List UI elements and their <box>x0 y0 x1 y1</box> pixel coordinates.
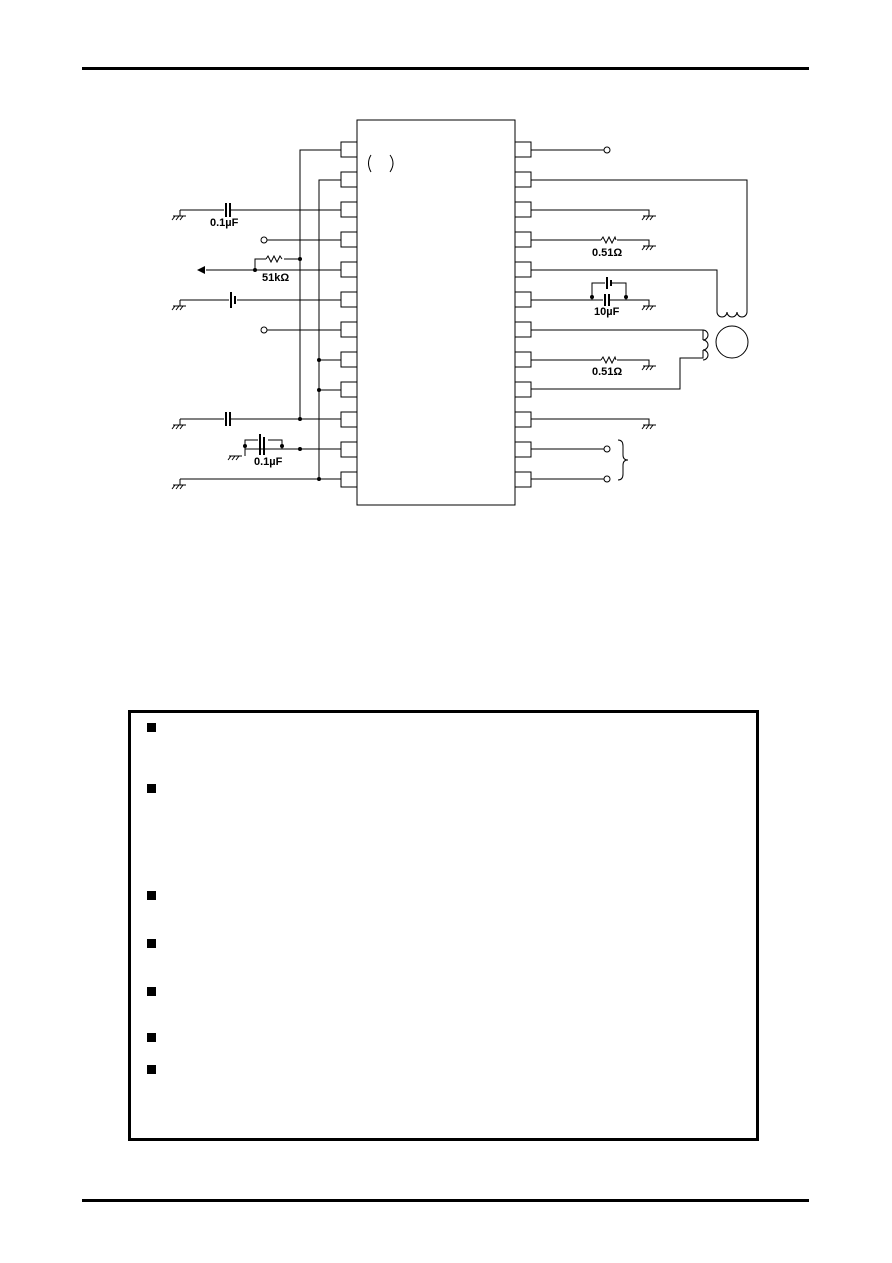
bullet-3 <box>147 891 156 900</box>
top-rule <box>82 67 809 70</box>
label-cap-10u: 10µF <box>594 306 620 318</box>
bottom-rule <box>82 1199 809 1202</box>
notes-box <box>128 710 759 1141</box>
motor-symbol <box>715 325 749 359</box>
bullet-5 <box>147 987 156 996</box>
bullet-7 <box>147 1065 156 1074</box>
label-sense-top: 0.51Ω <box>592 247 622 259</box>
label-cap-bottom: 0.1µF <box>254 456 283 468</box>
ic-notch <box>368 154 372 173</box>
right-pins <box>514 141 532 488</box>
application-circuit-diagram: 0.1µF 51kΩ 0.51Ω 10µF 0.51Ω 0.1µF <box>171 119 749 506</box>
label-sense-bottom: 0.51Ω <box>592 366 622 378</box>
capacitor-top <box>225 203 231 217</box>
bullet-4 <box>147 939 156 948</box>
capacitor-mid <box>225 412 231 426</box>
bullet-6 <box>147 1033 156 1042</box>
bullet-2 <box>147 784 156 793</box>
bullet-1 <box>147 723 156 732</box>
junction-dots <box>243 257 628 481</box>
ground-symbols <box>171 210 656 490</box>
left-pins <box>340 141 358 488</box>
ic-body <box>356 119 516 506</box>
label-cap-top: 0.1µF <box>210 217 239 229</box>
capacitor-10u <box>604 294 610 306</box>
label-resistor-51k: 51kΩ <box>262 272 289 284</box>
